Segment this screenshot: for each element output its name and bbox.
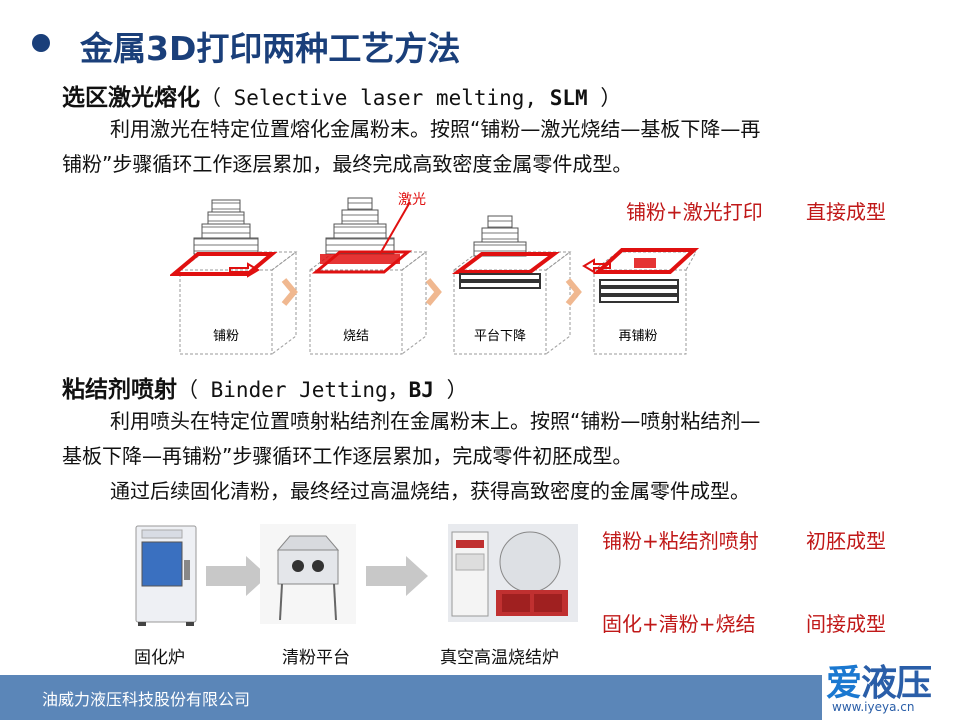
footer-bar [0, 675, 960, 720]
vacuum-sintering-furnace-image [448, 524, 578, 622]
bj-post-method-label: 固化+清粉+烧结 [602, 612, 756, 636]
slm-step-label: 铺粉 [213, 329, 239, 344]
slm-step-1-figure [170, 199, 298, 355]
slm-step-label: 再铺粉 [618, 329, 657, 344]
chevron-right-icon [425, 278, 442, 306]
equipment-caption: 真空高温烧结炉 [440, 648, 559, 668]
bj-post-result-label: 间接成型 [806, 612, 886, 636]
slm-process-diagram: 激光 铺粉 烧结 平台下降 再铺粉 [170, 191, 700, 355]
slm-heading: 选区激光熔化（ Selective laser melting, SLM ） [62, 78, 621, 112]
powder-removal-platform-image [260, 524, 356, 624]
slm-step-label: 平台下降 [474, 329, 526, 344]
slm-result-label: 直接成型 [806, 200, 886, 224]
bj-result-label: 初胚成型 [806, 529, 886, 553]
arrow-right-icon [206, 556, 268, 596]
slm-heading-en: （ Selective laser melting, SLM ） [200, 86, 622, 110]
slm-step-2-figure [309, 197, 428, 355]
bj-heading-cn: 粘结剂喷射 [62, 377, 177, 403]
slm-paragraph-line2: 铺粉”步骤循环工作逐层累加，最终完成高致密度金属零件成型。 [62, 152, 633, 176]
bj-paragraph-line1: 利用喷头在特定位置喷射粘结剂在金属粉末上。按照“铺粉—喷射粘结剂— [110, 409, 761, 433]
slm-step-label: 烧结 [343, 329, 369, 344]
slm-step-3-figure [452, 215, 572, 355]
bj-paragraph-line2: 基板下降—再铺粉”步骤循环工作逐层累加，完成零件初胚成型。 [62, 444, 633, 468]
laser-label: 激光 [398, 191, 426, 208]
bj-paragraph-line3: 通过后续固化清粉，最终经过高温烧结，获得高致密度的金属零件成型。 [110, 479, 750, 503]
watermark-url: www.iyeya.cn [832, 700, 915, 714]
slm-paragraph-line1: 利用激光在特定位置熔化金属粉末。按照“铺粉—激光烧结—基板下降—再 [110, 117, 761, 141]
bj-method-label: 铺粉+粘结剂喷射 [602, 529, 759, 553]
curing-oven-image [135, 525, 197, 626]
footer-company: 油威力液压科技股份有限公司 [42, 690, 251, 709]
page-title: 金属3D打印两种工艺方法 [80, 29, 461, 68]
slm-method-label: 铺粉+激光打印 [626, 200, 763, 224]
chevron-right-icon [565, 278, 582, 306]
slm-step-4-figure [582, 248, 700, 355]
slm-heading-cn: 选区激光熔化 [62, 85, 200, 111]
bullet-dot-icon [32, 34, 50, 52]
chevron-right-icon [281, 278, 298, 306]
bj-equipment-figure [135, 524, 578, 626]
watermark-logo: 爱液压 [826, 663, 932, 704]
equipment-caption: 固化炉 [134, 648, 185, 668]
arrow-right-icon [366, 556, 428, 596]
bj-heading-en: （ Binder Jetting，BJ ） [177, 378, 468, 402]
bj-heading: 粘结剂喷射（ Binder Jetting，BJ ） [62, 370, 468, 404]
equipment-caption: 清粉平台 [282, 648, 350, 668]
watermark-background [822, 656, 960, 720]
